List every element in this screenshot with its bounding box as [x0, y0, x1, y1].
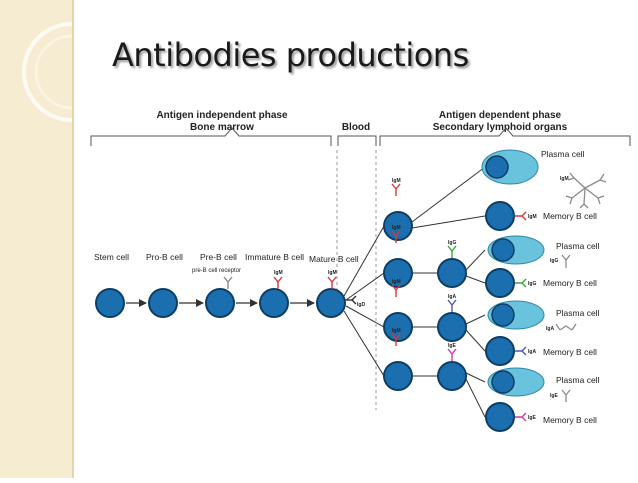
mature-igm-label: IgM — [328, 270, 337, 276]
label-memory-b-cell-1: Memory B cell — [543, 211, 597, 221]
strip-divider — [72, 0, 74, 478]
memory-b-cell-iga — [485, 336, 515, 366]
label-plasma-cell-3: Plasma cell — [556, 308, 600, 318]
pre-b-cell — [205, 288, 235, 318]
memory-ige-receptor — [515, 412, 527, 422]
label-memory-b-cell-2: Memory B cell — [543, 278, 597, 288]
memory-b-cell-igg — [485, 268, 515, 298]
memory-igg-receptor — [515, 278, 527, 288]
memory-igm-receptor — [515, 211, 527, 221]
switched-igg-label: IgG — [448, 240, 456, 246]
plasma-cell-iga — [487, 300, 545, 330]
bracket-bone-marrow — [90, 127, 332, 146]
pentameric-igm-icon — [565, 172, 607, 209]
pro-b-cell — [148, 288, 178, 318]
immature-b-cell — [259, 288, 289, 318]
header-independent-phase: Antigen independent phase — [156, 110, 288, 121]
label-pro-b-cell: Pro-B cell — [146, 252, 183, 262]
activated-b-cell-igm — [383, 211, 413, 241]
label-stem-cell: Stem cell — [94, 252, 129, 262]
switched-iga-receptor — [447, 299, 457, 312]
plasma-cell-igg — [487, 235, 545, 265]
secreted-iga-label: IgA — [546, 326, 554, 332]
col1-igm-label-1: IgM — [392, 178, 401, 184]
memory-iga-label: IgA — [528, 349, 536, 355]
label-plasma-cell-2: Plasma cell — [556, 241, 600, 251]
activated-b-cell-ige — [383, 361, 413, 391]
header-dependent-phase: Antigen dependent phase — [439, 110, 562, 121]
mature-igd-label: IgD — [357, 302, 365, 308]
mature-b-cell — [316, 288, 346, 318]
slide-title: Antibodies productions — [112, 36, 469, 74]
bracket-secondary-lymphoid — [379, 127, 631, 146]
label-memory-b-cell-3: Memory B cell — [543, 347, 597, 357]
secreted-igg-antibody-icon — [561, 254, 571, 268]
plasma-cell-ige — [487, 367, 545, 397]
memory-ige-label: IgE — [528, 415, 536, 421]
branch-lines — [343, 225, 385, 377]
col1-igm-label-4: IgM — [392, 328, 401, 334]
switched-ige-receptor — [447, 348, 457, 361]
label-mature-b-cell: Mature B cell — [309, 254, 359, 264]
label-plasma-cell-1: Plasma cell — [541, 149, 585, 159]
header-blood: Blood — [342, 122, 370, 133]
label-memory-b-cell-4: Memory B cell — [543, 415, 597, 425]
secreted-ige-antibody-icon — [561, 389, 571, 402]
secreted-igm-label: IgM — [560, 176, 569, 182]
secreted-iga-antibody-icon — [555, 323, 577, 331]
memory-igm-label: IgM — [528, 214, 537, 220]
immature-b-igm-receptor — [273, 276, 283, 289]
col1-igm-label-2: IgM — [392, 225, 401, 231]
secreted-igg-label: IgG — [550, 258, 558, 264]
bracket-blood — [337, 135, 377, 146]
switched-b-cell-iga — [437, 312, 467, 342]
label-plasma-cell-4: Plasma cell — [556, 375, 600, 385]
switched-b-cell-ige — [437, 361, 467, 391]
immature-igm-label: IgM — [274, 270, 283, 276]
stem-cell — [95, 288, 125, 318]
plasma-cell-igm — [481, 149, 539, 185]
header-secondary-lymphoid-organs: Secondary lymphoid organs — [433, 122, 568, 133]
memory-b-cell-igm — [485, 201, 515, 231]
secreted-ige-label: IgE — [550, 393, 558, 399]
label-immature-b-cell: Immature B cell — [245, 252, 304, 262]
switched-iga-label: IgA — [448, 294, 456, 300]
pre-b-cell-receptor — [223, 276, 233, 289]
memory-igg-label: IgG — [528, 281, 536, 287]
switched-igg-receptor — [447, 245, 457, 258]
header-bone-marrow: Bone marrow — [190, 122, 254, 133]
switched-ige-label: IgE — [448, 343, 456, 349]
memory-b-cell-ige — [485, 402, 515, 432]
outcome-lines — [411, 166, 486, 418]
label-pre-b-cell: Pre-B cell — [200, 252, 237, 262]
memory-iga-receptor — [515, 346, 527, 356]
mature-b-igm-receptor — [327, 276, 337, 289]
col1-igm-label-3: IgM — [392, 279, 401, 285]
switched-b-cell-igg — [437, 258, 467, 288]
label-pre-b-cell-receptor: pre-B cell receptor — [192, 268, 241, 274]
col1-igm-receptors — [391, 183, 401, 346]
